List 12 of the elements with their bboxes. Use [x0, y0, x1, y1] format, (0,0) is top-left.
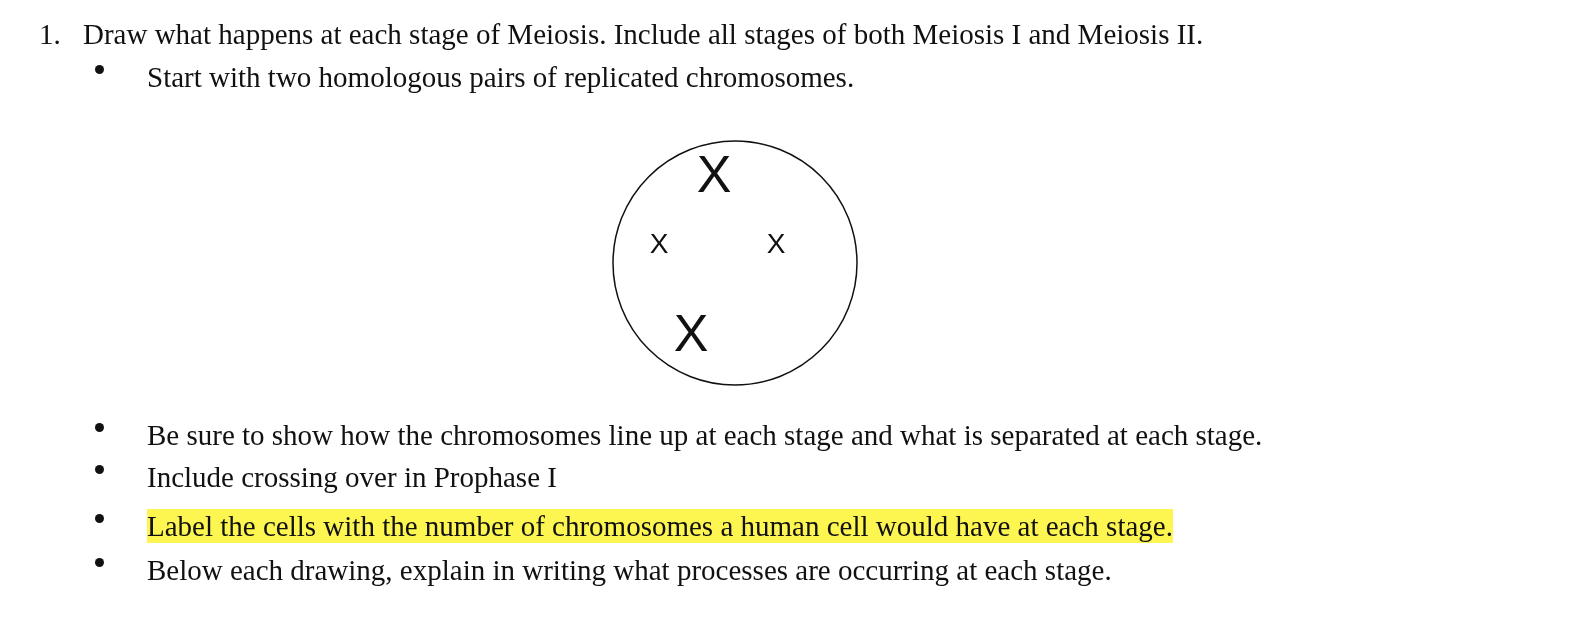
cell-circle	[612, 140, 858, 386]
instruction-text: Be sure to show how the chromosomes line up at each stage and what is separated at each stage.	[147, 418, 1263, 452]
instruction-text: 1.	[39, 17, 61, 51]
instruction-text: Draw what happens at each stage of Meiosis. Include all stages of both Meiosis I and Meiosis II.	[83, 17, 1204, 51]
chromosome-mark: X	[696, 148, 732, 200]
chromosome-mark: X	[673, 307, 709, 359]
chromosome-mark: X	[649, 230, 669, 258]
instruction-text: Include crossing over in Prophase I	[147, 460, 557, 494]
highlighted-instruction-text: Label the cells with the number of chromosomes a human cell would have at each stage.	[147, 509, 1173, 543]
instruction-text: Start with two homologous pairs of replicated chromosomes.	[147, 60, 855, 94]
chromosome-mark: X	[766, 230, 786, 258]
instruction-text: Below each drawing, explain in writing what processes are occurring at each stage.	[147, 553, 1112, 587]
